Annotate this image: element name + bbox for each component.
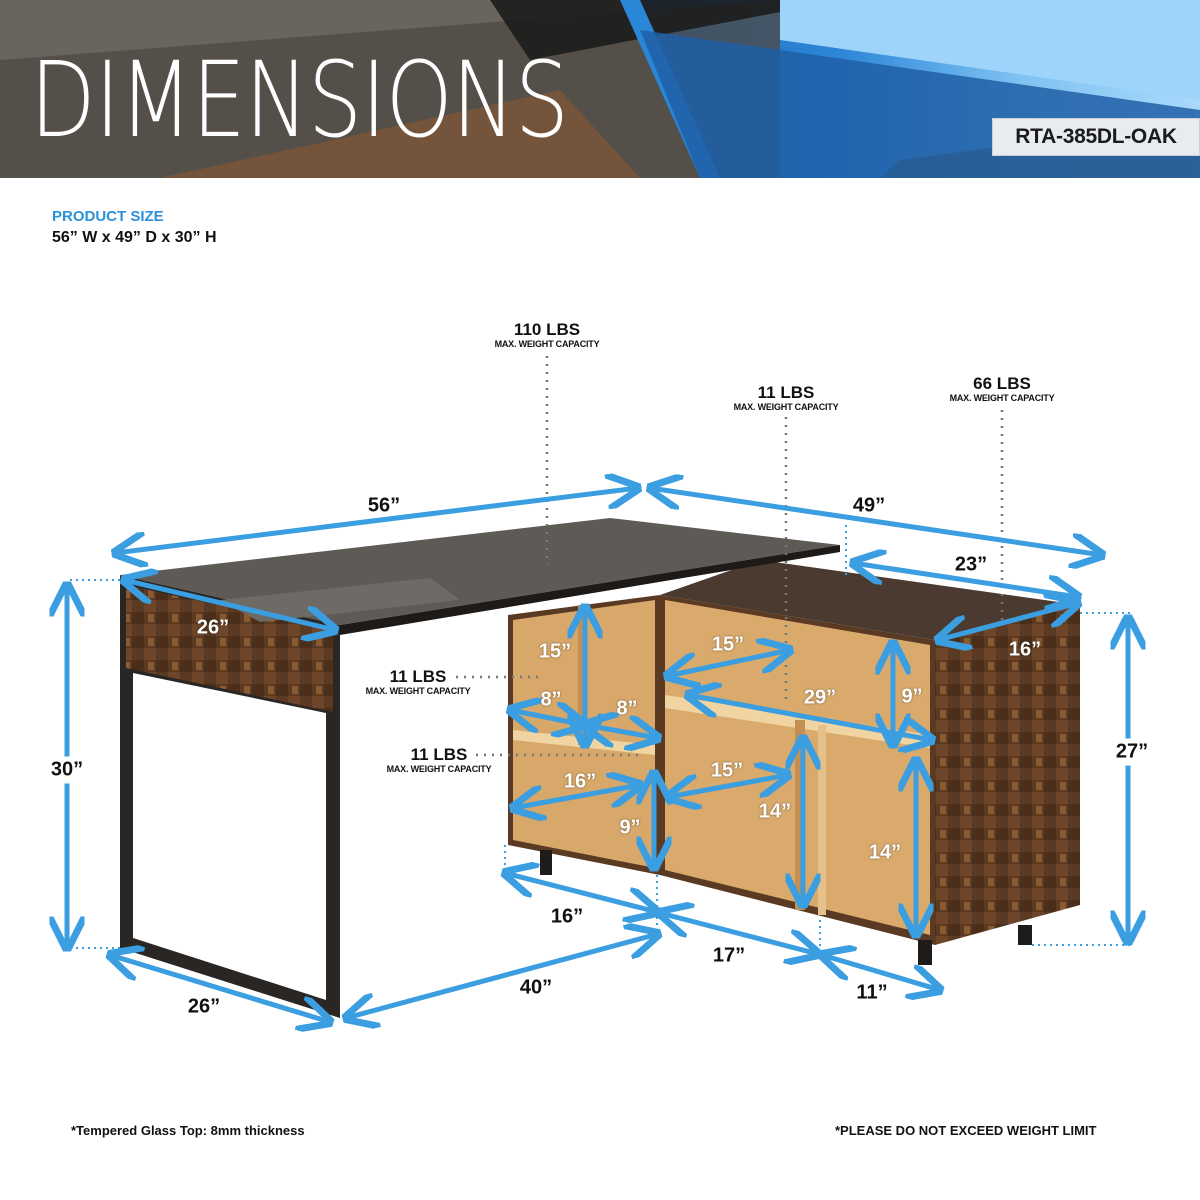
dim-cabinet-base-middle: 17” (712, 944, 746, 967)
dim-overall-depth: 49” (852, 494, 886, 517)
product-size-label: PRODUCT SIZE (52, 208, 164, 225)
dim-upper-mid-depth: 15” (711, 633, 745, 656)
dim-lower-right-height: 14” (868, 841, 902, 864)
page-title: DIMENSIONS (30, 39, 569, 161)
weight-caption: MAX. WEIGHT CAPACITY (494, 339, 600, 349)
header-banner: DIMENSIONS RTA-385DL-OAK (0, 0, 1200, 178)
dimension-arrows (67, 488, 1128, 1022)
dim-left-cubby-height: 15” (538, 640, 572, 663)
weight-value: 11 LBS (410, 745, 468, 764)
weight-value: 66 LBS (973, 374, 1031, 393)
dim-left-cubby-width-a: 8” (540, 688, 562, 711)
dim-desk-width: 56” (367, 494, 401, 517)
dim-desk-height: 30” (50, 756, 84, 784)
dim-left-lower-height: 9” (619, 816, 641, 839)
weight-callout-lower-left-shelf: 11 LBS MAX. WEIGHT CAPACITY (386, 745, 492, 775)
weight-caption: MAX. WEIGHT CAPACITY (733, 402, 839, 412)
dim-lower-mid-depth: 15” (710, 759, 744, 782)
weight-value: 11 LBS (757, 383, 815, 402)
dim-cabinet-top-length: 23” (954, 553, 988, 576)
glass-thickness-note: *Tempered Glass Top: 8mm thickness (71, 1123, 305, 1138)
dim-upper-shelf-length: 29” (803, 686, 837, 709)
weight-callout-cabinet-top: 66 LBS MAX. WEIGHT CAPACITY (949, 374, 1055, 404)
dim-lower-mid-height: 14” (758, 800, 792, 823)
dim-left-cubby-width-b: 8” (616, 697, 638, 720)
dim-upper-right-height: 9” (901, 685, 923, 708)
product-size-value: 56” W x 49” D x 30” H (52, 229, 217, 246)
weight-caption: MAX. WEIGHT CAPACITY (365, 686, 471, 696)
weight-callout-middle-shelf: 11 LBS MAX. WEIGHT CAPACITY (733, 383, 839, 413)
weight-limit-warning: *PLEASE DO NOT EXCEED WEIGHT LIMIT (835, 1123, 1097, 1138)
weight-value: 11 LBS (389, 667, 447, 686)
weight-callout-upper-left-shelf: 11 LBS MAX. WEIGHT CAPACITY (365, 667, 471, 697)
dim-cabinet-end-depth: 16” (1008, 638, 1042, 661)
dim-cabinet-base-right: 11” (856, 981, 888, 1004)
weight-caption: MAX. WEIGHT CAPACITY (386, 764, 492, 774)
weight-callout-glass-top: 110 LBS MAX. WEIGHT CAPACITY (494, 320, 600, 350)
dim-leg-to-cabinet: 40” (519, 976, 553, 999)
dim-cabinet-base-left: 16” (550, 905, 584, 928)
weight-caption: MAX. WEIGHT CAPACITY (949, 393, 1055, 403)
dim-leg-base-depth: 26” (187, 995, 221, 1018)
sku-badge: RTA-385DL-OAK (992, 118, 1200, 156)
dim-desk-end-panel-depth: 26” (196, 616, 230, 639)
dim-left-lower-depth: 16” (563, 770, 597, 793)
dim-cabinet-height: 27” (1115, 738, 1149, 766)
weight-value: 110 LBS (513, 320, 581, 339)
